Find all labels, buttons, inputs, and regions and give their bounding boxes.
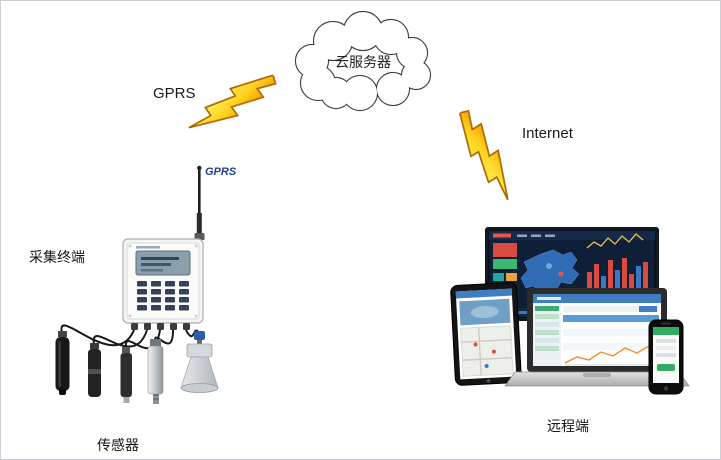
internet-link-label: Internet <box>522 125 573 142</box>
tablet <box>450 282 522 386</box>
remote-devices-illustration <box>450 227 690 395</box>
sensor-ultrasonic <box>180 331 219 393</box>
sensor-probe-3 <box>120 347 132 403</box>
laptop-touchpad-notch <box>583 373 611 377</box>
laptop-line-chart <box>564 345 658 364</box>
smartphone <box>648 319 684 395</box>
collection-terminal-illustration <box>55 165 219 404</box>
kpi-tile-green <box>493 259 517 269</box>
device-brand-strip <box>136 246 160 249</box>
device-keypad <box>137 281 189 311</box>
tablet-home-button <box>486 379 491 383</box>
monitor-bar-chart <box>587 258 648 288</box>
tablet-map <box>460 325 514 377</box>
gprs-antenna <box>194 165 205 240</box>
cloud-server-label: 云服务器 <box>335 54 391 70</box>
kpi-tile-red <box>493 243 517 257</box>
terminal-device-box <box>122 238 204 330</box>
collection-terminal-label: 采集终端 <box>29 249 85 265</box>
cloud-fill <box>296 12 430 110</box>
sensor-probe-pressure <box>147 339 164 404</box>
antenna-gprs-label: GPRS <box>205 166 237 178</box>
sensors-label: 传感器 <box>97 437 139 453</box>
cloud-shape <box>294 11 432 112</box>
sensor-probe-1 <box>55 331 70 395</box>
internet-lightning-icon <box>458 109 509 201</box>
device-lcd-screen <box>135 250 191 276</box>
sensor-cables <box>60 324 200 350</box>
sensor-probe-2 <box>88 343 101 397</box>
laptop-table-header <box>563 315 659 322</box>
china-map-shape <box>520 249 580 295</box>
laptop <box>504 288 690 387</box>
monitor-line-chart <box>586 233 644 249</box>
gprs-lightning-icon <box>188 74 277 129</box>
remote-terminal-label: 远程端 <box>547 418 589 434</box>
cable-glands <box>131 323 190 330</box>
phone-home-button <box>663 386 669 391</box>
laptop-base <box>504 371 690 387</box>
gprs-link-label: GPRS <box>153 85 196 102</box>
